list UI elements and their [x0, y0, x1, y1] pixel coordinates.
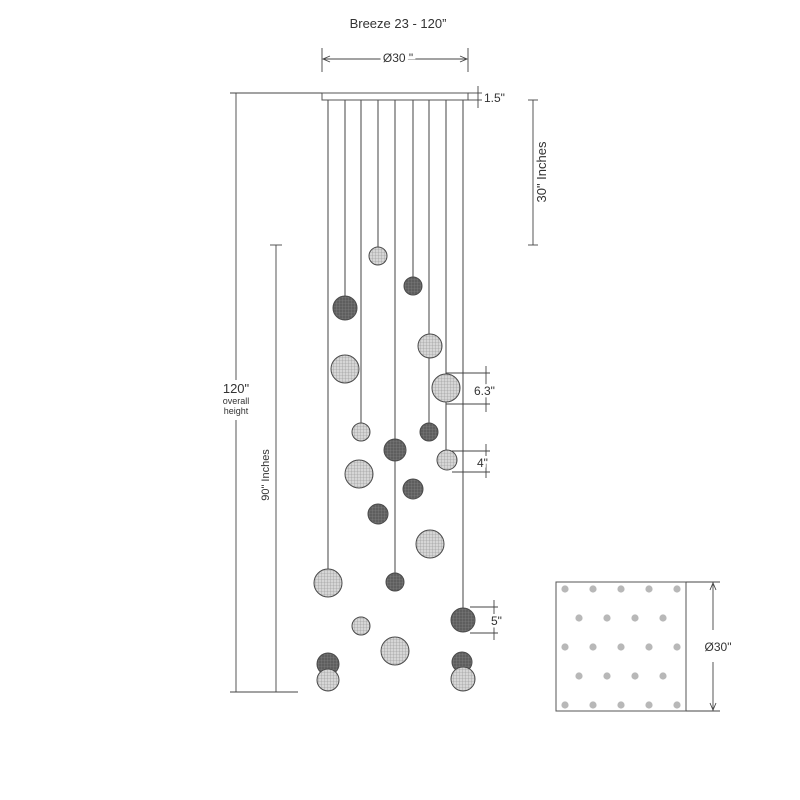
pendant-cluster — [313, 100, 476, 692]
plan-dot — [589, 585, 597, 593]
overall-height-line2: height — [224, 406, 249, 416]
clear-glass-sphere — [351, 422, 371, 442]
canopy-thickness-label: 1.5" — [484, 91, 505, 105]
plan-dot — [575, 614, 583, 622]
clear-glass-sphere — [344, 459, 374, 489]
plan-dot — [617, 585, 625, 593]
dark-glass-sphere — [419, 422, 439, 442]
plan-diameter-label: Ø30" — [705, 640, 732, 654]
small-sphere-dimension: 4" — [452, 444, 490, 478]
plan-dot — [589, 643, 597, 651]
large-sphere-dimension: 6.3" — [446, 366, 497, 412]
plan-dot — [617, 643, 625, 651]
plan-dot — [631, 614, 639, 622]
dark-glass-sphere — [402, 478, 424, 500]
plan-dot-grid — [561, 585, 681, 709]
top-gap-dimension: 30" Inches — [528, 99, 549, 246]
dark-glass-sphere — [403, 276, 423, 296]
plan-dot — [645, 643, 653, 651]
plan-dot — [645, 701, 653, 709]
plan-dot — [659, 614, 667, 622]
clear-glass-sphere — [436, 449, 458, 471]
overall-height-value: 120" — [223, 381, 250, 396]
small-sphere-label: 4" — [477, 456, 488, 470]
clear-glass-sphere — [313, 568, 343, 598]
plan-dot — [645, 585, 653, 593]
plan-dot — [659, 672, 667, 680]
plan-dot — [561, 643, 569, 651]
dark-glass-sphere — [383, 438, 407, 462]
canopy-plan-view: Ø30" — [555, 581, 732, 712]
clear-glass-sphere — [415, 529, 445, 559]
dark-glass-sphere — [385, 572, 405, 592]
dark-glass-sphere — [367, 503, 389, 525]
plan-dot — [631, 672, 639, 680]
canopy-plate — [321, 92, 469, 101]
plan-dot — [603, 614, 611, 622]
medium-sphere-label: 5" — [491, 614, 502, 628]
clear-glass-sphere — [417, 333, 443, 359]
plan-dot — [673, 585, 681, 593]
plan-dot — [603, 672, 611, 680]
plan-dot — [561, 701, 569, 709]
large-sphere-label: 6.3" — [474, 384, 495, 398]
clear-glass-sphere — [368, 246, 388, 266]
drop-length-dimension: 90" Inches — [260, 244, 282, 692]
overall-height-line1: overall — [223, 396, 250, 406]
canopy-thickness-dimension: 1.5" — [468, 86, 505, 108]
plan-dot — [589, 701, 597, 709]
clear-glass-sphere — [351, 616, 371, 636]
clear-glass-sphere — [431, 373, 461, 403]
drop-length-label: 90" Inches — [260, 449, 272, 501]
clear-glass-sphere — [316, 668, 340, 692]
overall-height-dimension: 120" overall height — [223, 92, 322, 693]
canopy-diameter-dimension: Ø30 " — [321, 48, 469, 72]
clear-glass-sphere — [330, 354, 360, 384]
drawing-title: Breeze 23 - 120” — [350, 16, 447, 31]
plan-dot — [617, 701, 625, 709]
dark-glass-sphere — [332, 295, 358, 321]
dark-glass-sphere — [450, 607, 476, 633]
plan-dot — [673, 643, 681, 651]
plan-dot — [561, 585, 569, 593]
plan-dot — [575, 672, 583, 680]
plan-dot — [673, 701, 681, 709]
top-gap-label: 30" Inches — [534, 141, 549, 202]
clear-glass-sphere — [380, 636, 410, 666]
clear-glass-sphere — [450, 666, 476, 692]
medium-sphere-dimension: 5" — [470, 600, 504, 640]
canopy-diameter-label: Ø30 " — [383, 51, 413, 65]
